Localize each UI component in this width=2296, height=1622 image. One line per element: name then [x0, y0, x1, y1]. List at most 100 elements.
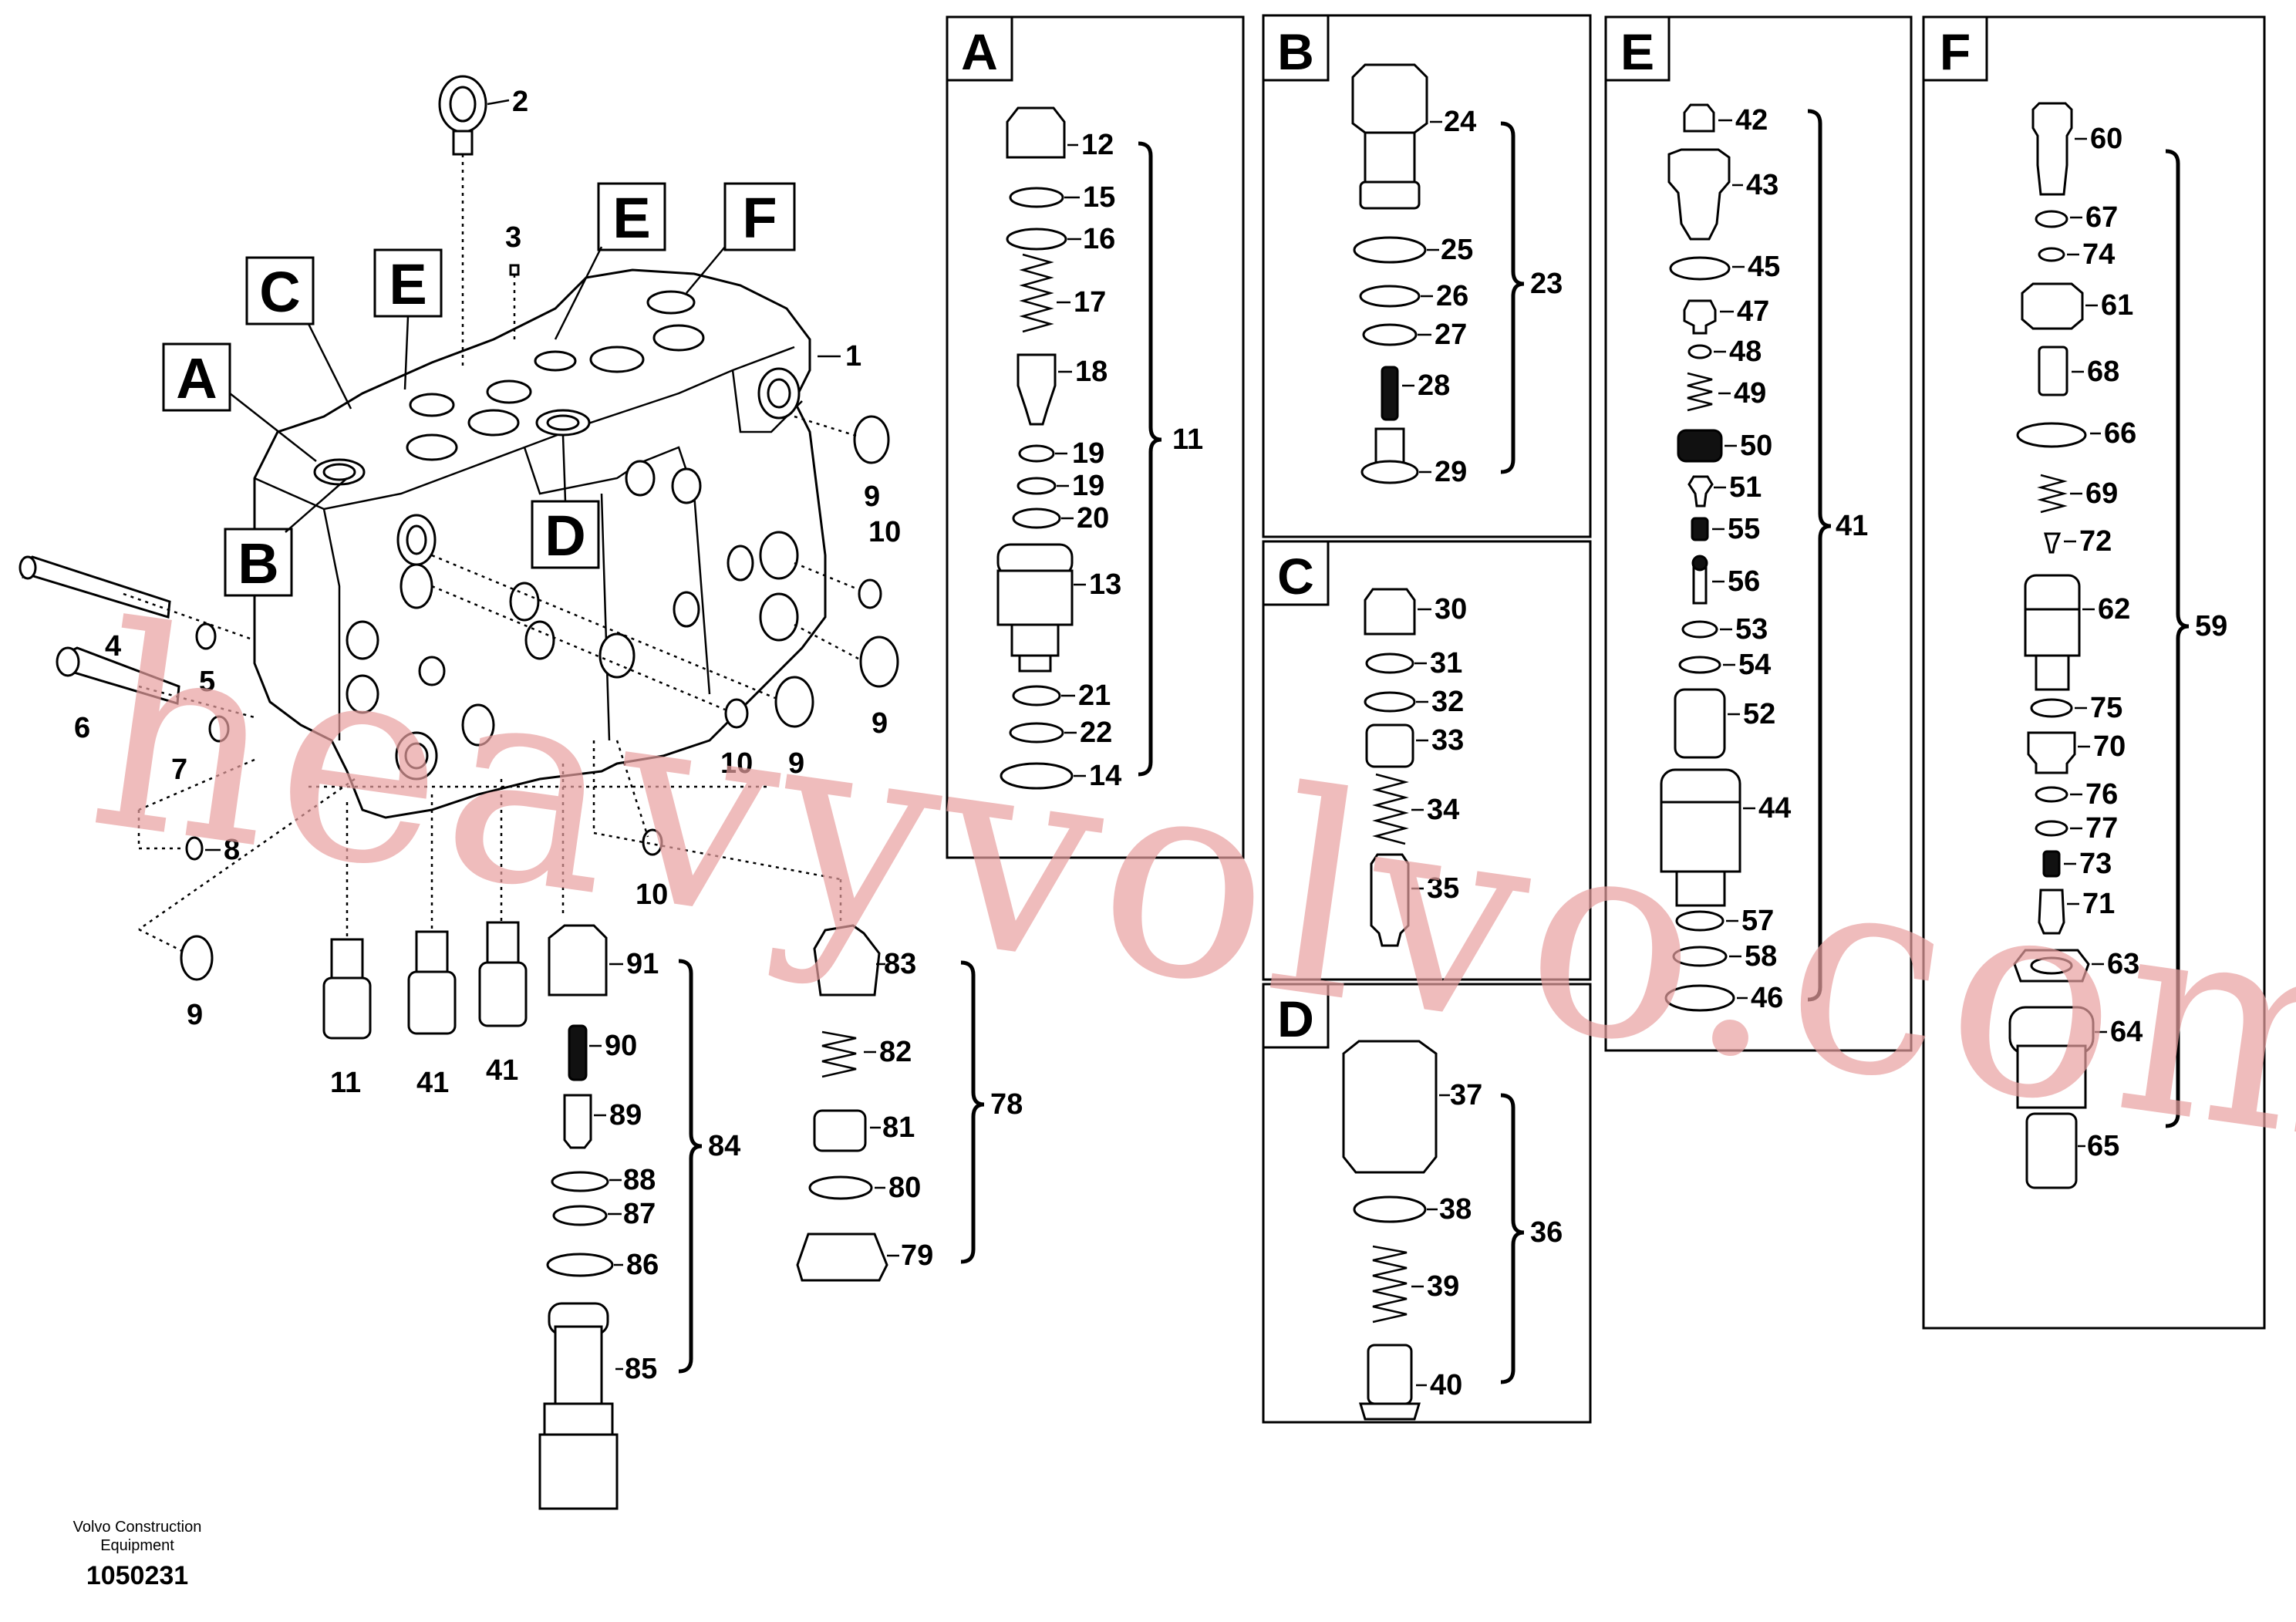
- drawing-number: 1050231: [86, 1561, 188, 1590]
- svg-text:81: 81: [882, 1111, 915, 1144]
- cartridge-11: [322, 938, 372, 1040]
- svg-text:21: 21: [1078, 679, 1111, 712]
- svg-text:34: 34: [1427, 794, 1459, 826]
- svg-text:38: 38: [1439, 1193, 1472, 1226]
- svg-text:90: 90: [605, 1030, 637, 1062]
- svg-text:14: 14: [1089, 760, 1121, 792]
- svg-text:31: 31: [1430, 647, 1462, 679]
- svg-text:73: 73: [2079, 848, 2112, 880]
- svg-text:83: 83: [884, 948, 916, 980]
- svg-text:32: 32: [1431, 686, 1464, 718]
- svg-text:10: 10: [868, 516, 901, 548]
- svg-text:1: 1: [845, 340, 861, 373]
- svg-text:42: 42: [1735, 104, 1768, 137]
- lifting-eye: [438, 75, 487, 370]
- svg-text:68: 68: [2087, 356, 2119, 388]
- svg-text:64: 64: [2110, 1016, 2143, 1048]
- svg-text:37: 37: [1450, 1079, 1482, 1111]
- svg-text:36: 36: [1530, 1216, 1563, 1249]
- svg-text:69: 69: [2085, 477, 2118, 510]
- svg-text:39: 39: [1427, 1270, 1459, 1303]
- svg-text:58: 58: [1745, 940, 1777, 973]
- svg-text:F: F: [742, 186, 777, 250]
- svg-text:9: 9: [864, 481, 880, 513]
- svg-text:49: 49: [1734, 377, 1766, 410]
- svg-text:54: 54: [1738, 649, 1771, 681]
- svg-text:87: 87: [623, 1198, 656, 1230]
- callout-B: B: [224, 477, 348, 597]
- svg-text:60: 60: [2090, 123, 2122, 155]
- svg-text:67: 67: [2085, 201, 2118, 234]
- svg-text:61: 61: [2101, 289, 2133, 322]
- oring-10a: [858, 578, 882, 609]
- svg-text:E: E: [612, 186, 650, 250]
- panel-E: E 42 43 45 47 48 49 50 51 55 56 53 54 52…: [1604, 15, 1913, 1052]
- svg-text:8: 8: [224, 834, 240, 866]
- callout-C: C: [245, 256, 352, 410]
- svg-text:3: 3: [505, 221, 521, 254]
- svg-text:52: 52: [1743, 698, 1775, 730]
- svg-text:56: 56: [1728, 565, 1760, 598]
- oring-9d: [180, 935, 214, 981]
- svg-text:9: 9: [872, 707, 888, 740]
- cartridge-41a: [407, 930, 457, 1035]
- callout-A: A: [162, 342, 317, 462]
- oring-9a: [853, 415, 890, 464]
- svg-text:85: 85: [625, 1353, 657, 1385]
- svg-text:A: A: [176, 346, 217, 410]
- oring-9b: [859, 636, 899, 688]
- svg-text:63: 63: [2107, 948, 2139, 980]
- svg-text:57: 57: [1741, 905, 1774, 937]
- svg-text:72: 72: [2079, 525, 2112, 558]
- svg-text:55: 55: [1728, 513, 1760, 545]
- svg-text:5: 5: [199, 666, 215, 698]
- callout-E-right: E: [554, 182, 666, 340]
- svg-text:46: 46: [1751, 982, 1783, 1014]
- svg-text:66: 66: [2104, 417, 2136, 450]
- svg-text:9: 9: [788, 747, 804, 780]
- svg-text:4: 4: [105, 630, 121, 663]
- svg-text:33: 33: [1431, 724, 1464, 757]
- svg-text:75: 75: [2090, 692, 2122, 724]
- svg-text:28: 28: [1418, 369, 1450, 402]
- svg-text:13: 13: [1089, 568, 1121, 601]
- svg-text:41: 41: [486, 1054, 518, 1087]
- svg-text:6: 6: [74, 712, 90, 744]
- svg-text:19: 19: [1072, 470, 1104, 502]
- oring-9c: [774, 676, 814, 728]
- footer: Volvo Construction Equipment 1050231: [73, 1519, 202, 1590]
- svg-text:50: 50: [1740, 430, 1772, 462]
- svg-text:18: 18: [1075, 356, 1108, 388]
- svg-text:30: 30: [1435, 593, 1467, 626]
- panel-A: A 12 15 16 17 18 19 19 20 13 21 22 14 11: [946, 15, 1245, 859]
- main-labels: 1 2 3 4 5 6 7 8 9 10 9 9 10 10 9 11 41 4…: [74, 86, 901, 1099]
- group-84: 91 90 89 88 87 86 85 84: [538, 924, 740, 1510]
- washer-7: [208, 715, 230, 743]
- svg-text:78: 78: [990, 1088, 1023, 1121]
- svg-text:53: 53: [1735, 613, 1768, 646]
- svg-text:41: 41: [1836, 510, 1868, 542]
- svg-text:47: 47: [1737, 295, 1769, 328]
- svg-text:19: 19: [1072, 437, 1104, 470]
- svg-text:25: 25: [1441, 234, 1473, 266]
- svg-text:B: B: [238, 531, 278, 595]
- svg-text:89: 89: [609, 1099, 642, 1131]
- svg-text:15: 15: [1083, 181, 1115, 214]
- svg-text:23: 23: [1530, 268, 1563, 300]
- panel-B: B 24 25 26 27 28 29 23: [1262, 14, 1592, 538]
- svg-text:70: 70: [2093, 730, 2126, 763]
- svg-text:41: 41: [416, 1067, 449, 1099]
- svg-text:84: 84: [708, 1130, 740, 1162]
- svg-text:79: 79: [901, 1239, 933, 1272]
- svg-text:27: 27: [1435, 319, 1467, 351]
- svg-text:91: 91: [626, 948, 659, 980]
- svg-text:35: 35: [1427, 872, 1459, 905]
- svg-text:40: 40: [1430, 1369, 1462, 1401]
- svg-text:10: 10: [720, 747, 753, 780]
- svg-text:11: 11: [1172, 423, 1203, 456]
- svg-text:82: 82: [879, 1036, 912, 1068]
- svg-text:22: 22: [1080, 717, 1112, 749]
- callout-F: F: [686, 182, 796, 294]
- group-78: 83 82 81 80 79 78: [796, 924, 1023, 1282]
- svg-text:20: 20: [1077, 502, 1109, 534]
